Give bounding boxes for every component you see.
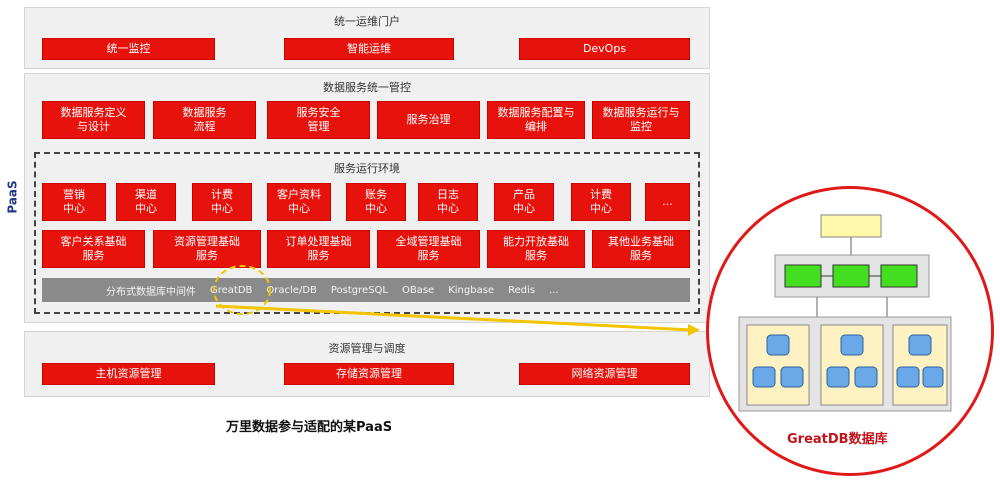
database-bar: 分布式数据库中间件 GreatDB Oracle/DB PostgreSQL O… (42, 278, 690, 302)
db-item-greatdb: GreatDB (210, 284, 253, 296)
portal-item: 统一监控 (42, 38, 215, 60)
center-box: 产品 中心 (494, 183, 554, 221)
greatdb-highlight-circle (213, 265, 271, 315)
data-service-item: 数据服务运行与 监控 (592, 101, 690, 139)
center-box: ... (645, 183, 690, 221)
data-service-item: 数据服务定义 与设计 (42, 101, 145, 139)
arrow-line (215, 304, 693, 332)
db-item: Redis (508, 284, 536, 296)
service-box: 其他业务基础 服务 (592, 230, 690, 268)
service-box: 能力开放基础 服务 (487, 230, 585, 268)
center-box: 计费 中心 (571, 183, 631, 221)
portal-item: DevOps (519, 38, 690, 60)
resource-item: 网络资源管理 (519, 363, 690, 385)
data-service-title: 数据服务统一管控 (323, 81, 411, 94)
greatdb-detail-circle (706, 186, 994, 476)
service-box: 全域管理基础 服务 (377, 230, 480, 268)
db-item: Kingbase (448, 284, 495, 296)
portal-title: 统一运维门户 (334, 15, 400, 28)
data-service-item: 服务安全 管理 (267, 101, 370, 139)
center-box: 营销 中心 (42, 183, 106, 221)
center-box: 渠道 中心 (116, 183, 176, 221)
db-item: PostgreSQL (330, 284, 388, 296)
db-item: OBase (401, 284, 435, 296)
center-box: 账务 中心 (346, 183, 406, 221)
greatdb-architecture-diagram (738, 214, 952, 412)
resource-title: 资源管理与调度 (328, 342, 406, 355)
center-box: 客户资料 中心 (267, 183, 331, 221)
arrow-head (688, 324, 700, 336)
center-box: 计费 中心 (192, 183, 252, 221)
data-service-item: 服务治理 (377, 101, 480, 139)
resource-item: 存储资源管理 (284, 363, 454, 385)
db-item: 分布式数据库中间件 (106, 286, 196, 298)
db-item: ... (549, 284, 559, 296)
runtime-title: 服务运行环境 (334, 162, 400, 175)
center-box: 日志 中心 (418, 183, 478, 221)
data-service-item: 数据服务配置与 编排 (487, 101, 585, 139)
greatdb-label: GreatDB数据库 (787, 432, 888, 447)
resource-item: 主机资源管理 (42, 363, 215, 385)
portal-item: 智能运维 (284, 38, 454, 60)
service-box: 资源管理基础 服务 (153, 230, 261, 268)
service-box: 客户关系基础 服务 (42, 230, 145, 268)
data-service-item: 数据服务 流程 (153, 101, 256, 139)
service-box: 订单处理基础 服务 (267, 230, 370, 268)
db-item: Oracle/DB (266, 284, 317, 296)
diagram-caption: 万里数据参与适配的某PaaS (226, 420, 393, 435)
